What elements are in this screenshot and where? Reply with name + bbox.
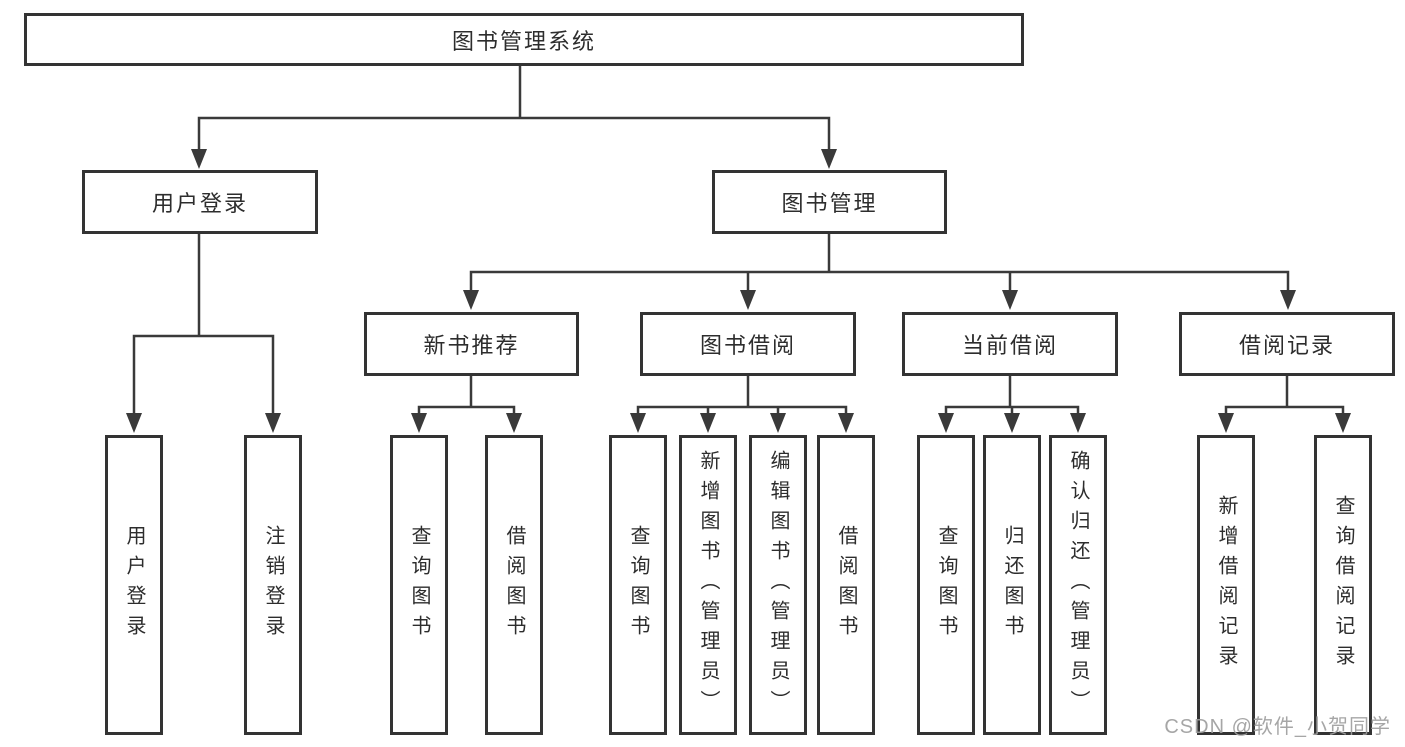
leaf-current-confirm-return-admin-label: 确认归还（管理员） xyxy=(1067,450,1089,720)
node-book-borrow: 图书借阅 xyxy=(640,312,856,376)
leaf-recommend-query-books-label: 查询图书 xyxy=(408,525,430,645)
connector-newbook-to-leaves xyxy=(417,374,516,422)
connector-root-to-level2 xyxy=(197,64,831,158)
leaf-borrow-add-books-admin: 新增图书（管理员） xyxy=(679,435,737,735)
node-root: 图书管理系统 xyxy=(24,13,1024,66)
node-borrow-records-label: 借阅记录 xyxy=(1238,333,1335,358)
leaf-records-query-record: 查询借阅记录 xyxy=(1314,435,1372,735)
leaf-borrow-borrow-books: 借阅图书 xyxy=(817,435,875,735)
leaf-borrow-add-books-admin-label: 新增图书（管理员） xyxy=(697,450,719,720)
node-new-book-recommend: 新书推荐 xyxy=(364,312,579,376)
leaf-borrow-query-books-label: 查询图书 xyxy=(627,525,649,645)
leaf-logout-label: 注销登录 xyxy=(262,525,284,645)
leaf-current-return-books: 归还图书 xyxy=(983,435,1041,735)
node-book-management-label: 图书管理 xyxy=(781,191,878,216)
node-user-login-label: 用户登录 xyxy=(151,191,248,216)
node-book-borrow-label: 图书借阅 xyxy=(699,333,796,358)
leaf-current-query-books-label: 查询图书 xyxy=(935,525,957,645)
leaf-borrow-edit-books-admin-label: 编辑图书（管理员） xyxy=(767,450,789,720)
leaf-user-login: 用户登录 xyxy=(105,435,163,735)
node-new-book-recommend-label: 新书推荐 xyxy=(423,333,520,358)
leaf-user-login-label: 用户登录 xyxy=(123,525,145,645)
node-borrow-records: 借阅记录 xyxy=(1179,312,1395,376)
connector-bookmgmt-to-level3 xyxy=(469,232,1290,299)
connector-records-to-leaves xyxy=(1224,374,1345,422)
leaf-borrow-edit-books-admin: 编辑图书（管理员） xyxy=(749,435,807,735)
leaf-records-add-record-label: 新增借阅记录 xyxy=(1215,495,1237,675)
leaf-recommend-borrow-books: 借阅图书 xyxy=(485,435,543,735)
node-current-borrow: 当前借阅 xyxy=(902,312,1118,376)
connector-userlogin-to-leaves xyxy=(132,232,275,422)
leaf-logout: 注销登录 xyxy=(244,435,302,735)
leaf-records-query-record-label: 查询借阅记录 xyxy=(1332,495,1354,675)
leaf-current-return-books-label: 归还图书 xyxy=(1001,525,1023,645)
leaf-borrow-query-books: 查询图书 xyxy=(609,435,667,735)
leaf-recommend-borrow-books-label: 借阅图书 xyxy=(503,525,525,645)
connector-bookborrow-to-leaves xyxy=(636,374,848,422)
leaf-current-query-books: 查询图书 xyxy=(917,435,975,735)
csdn-watermark: CSDN @软件_小贺同学 xyxy=(1164,716,1391,738)
node-current-borrow-label: 当前借阅 xyxy=(961,333,1058,358)
leaf-current-confirm-return-admin: 确认归还（管理员） xyxy=(1049,435,1107,735)
node-user-login: 用户登录 xyxy=(82,170,318,234)
node-book-management: 图书管理 xyxy=(712,170,947,234)
leaf-records-add-record: 新增借阅记录 xyxy=(1197,435,1255,735)
leaf-borrow-borrow-books-label: 借阅图书 xyxy=(835,525,857,645)
node-root-label: 图书管理系统 xyxy=(451,28,596,54)
arrowheads xyxy=(126,149,1351,433)
leaf-recommend-query-books: 查询图书 xyxy=(390,435,448,735)
